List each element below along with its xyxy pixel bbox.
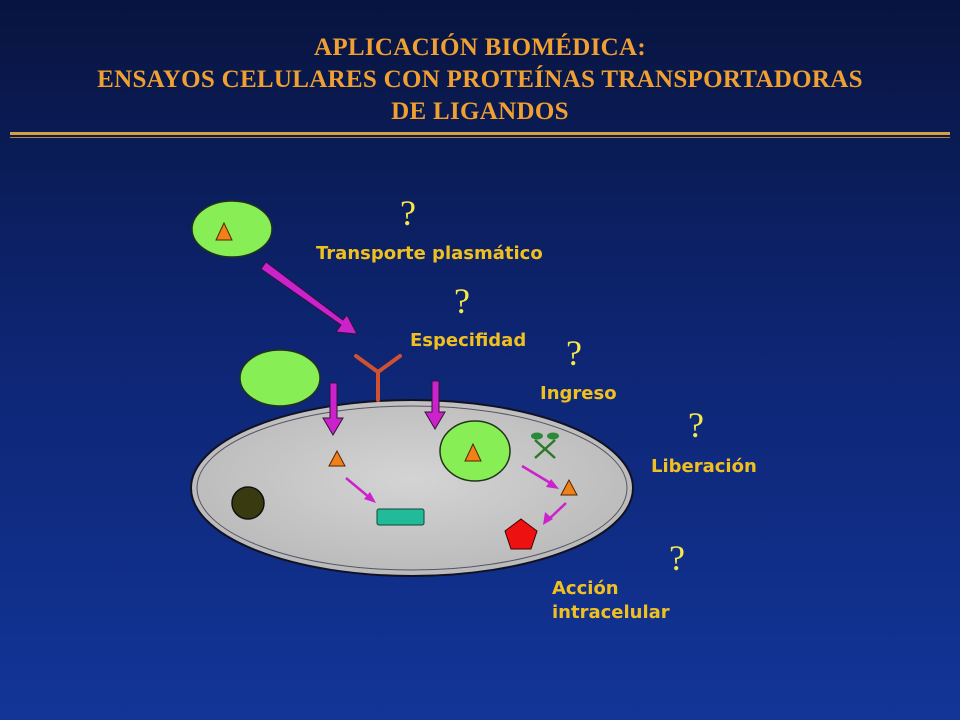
label-action-line-2: intracelular	[552, 602, 670, 623]
label-plasma-transport: Transporte plasmático	[316, 243, 543, 264]
transport-arrow	[260, 261, 358, 335]
label-release: Liberación	[651, 456, 757, 477]
title-line-3: DE LIGANDOS	[391, 98, 569, 125]
target-rectangle	[376, 508, 425, 526]
released-ligand-triangle	[560, 478, 578, 496]
slide-title: APLICACIÓN BIOMÉDICA: ENSAYOS CELULARES …	[0, 32, 960, 128]
vesicle-ligand-triangle	[464, 442, 482, 462]
title-divider	[10, 132, 950, 135]
label-action-line-1: Acción	[552, 578, 619, 599]
membrane-carrier-vesicle	[239, 349, 321, 407]
nucleus	[231, 486, 265, 520]
title-line-2: ENSAYOS CELULARES CON PROTEÍNAS TRANSPOR…	[97, 66, 863, 93]
receptor-icon	[354, 354, 402, 402]
entry-arrow-left	[322, 382, 344, 436]
entry-arrow-right	[424, 380, 446, 430]
question-mark-specificity: ?	[454, 281, 470, 321]
question-mark-action: ?	[669, 538, 685, 578]
question-mark-entry: ?	[566, 333, 582, 373]
cell-membrane-inner	[196, 405, 628, 571]
question-mark-transport: ?	[400, 193, 416, 233]
plasma-ligand-triangle	[215, 221, 233, 241]
label-entry: Ingreso	[540, 383, 617, 404]
title-divider-thin	[10, 137, 950, 138]
question-mark-release: ?	[688, 405, 704, 445]
label-specificity: Especifidad	[410, 330, 527, 351]
free-ligand-triangle	[328, 449, 346, 467]
enzyme-icon	[531, 432, 559, 459]
intracellular-arrows	[345, 464, 567, 525]
title-line-1: APLICACIÓN BIOMÉDICA:	[313, 34, 646, 61]
target-pentagon	[504, 518, 538, 550]
plasma-carrier-vesicle	[191, 200, 273, 258]
